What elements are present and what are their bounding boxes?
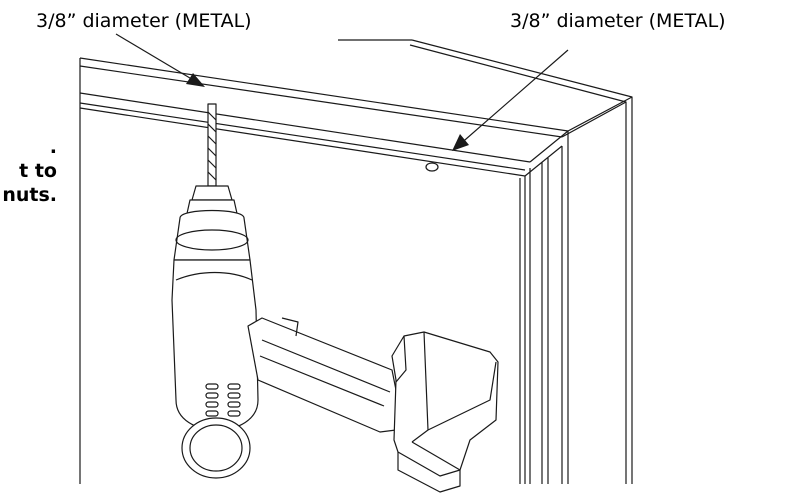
right-callout-arrow [457, 49, 569, 147]
callout-left-label: 3/8” diameter (METAL) [36, 10, 252, 32]
callout-right-label: 3/8” diameter (METAL) [510, 10, 726, 32]
instruction-line-1: . [49, 136, 57, 158]
instruction-line-2: t to [19, 160, 57, 182]
drill-hole [425, 162, 439, 172]
frame-drawing [79, 39, 633, 484]
instruction-line-3: nuts. [2, 184, 57, 206]
vent-slots [205, 383, 241, 417]
left-callout-arrow [115, 33, 201, 85]
arrow-icon [115, 33, 569, 151]
cordless-drill-icon [171, 103, 499, 493]
